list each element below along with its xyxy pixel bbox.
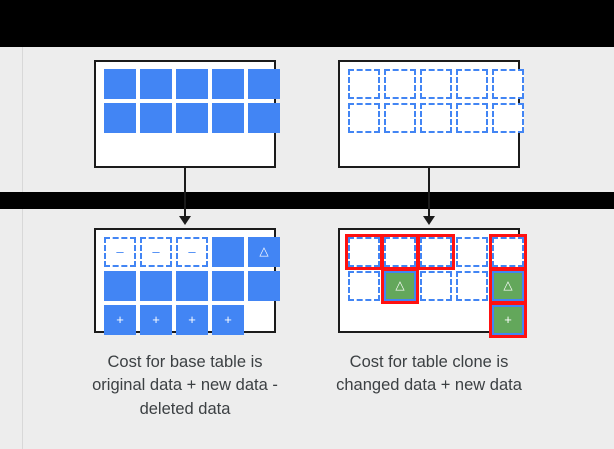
plus-icon: + bbox=[224, 311, 232, 327]
cell-r2-c3[interactable] bbox=[176, 271, 208, 301]
cell-r2-c1[interactable] bbox=[104, 103, 136, 133]
cell-r3-c3 bbox=[420, 305, 452, 335]
plus-icon: + bbox=[116, 311, 124, 327]
cell-r2-c5[interactable]: △ bbox=[489, 268, 527, 304]
cell-r1-c1[interactable]: – bbox=[104, 237, 136, 267]
cell-grid bbox=[348, 69, 524, 167]
cell-r2-c2[interactable]: △ bbox=[381, 268, 419, 304]
cell-r1-c5[interactable] bbox=[489, 234, 527, 270]
cell-r1-c2[interactable] bbox=[140, 69, 172, 99]
cell-r1-c1[interactable] bbox=[104, 69, 136, 99]
arrow-clone-head bbox=[423, 216, 435, 225]
cell-r3-c2[interactable]: + bbox=[140, 305, 172, 335]
cell-r3-c4 bbox=[456, 305, 488, 335]
cell-r2-c2[interactable] bbox=[140, 103, 172, 133]
cell-r3-c5 bbox=[492, 137, 524, 167]
cell-r2-c4[interactable] bbox=[212, 271, 244, 301]
panel-divider-right bbox=[22, 209, 23, 449]
cell-r1-c3[interactable]: – bbox=[176, 237, 208, 267]
minus-icon: – bbox=[116, 243, 124, 259]
cell-r2-c2[interactable] bbox=[384, 103, 416, 133]
minus-icon: – bbox=[188, 243, 196, 259]
cell-r3-c5[interactable]: + bbox=[489, 302, 527, 338]
cell-r2-c3[interactable] bbox=[420, 103, 452, 133]
panel-divider-left bbox=[22, 47, 23, 192]
cell-r1-c1[interactable] bbox=[348, 69, 380, 99]
cell-r2-c4[interactable] bbox=[456, 103, 488, 133]
caption-base-table: Cost for base table is original data + n… bbox=[92, 353, 278, 418]
cell-r3-c4[interactable]: + bbox=[212, 305, 244, 335]
cell-r1-c2[interactable]: – bbox=[140, 237, 172, 267]
cell-r2-c3[interactable] bbox=[176, 103, 208, 133]
cell-r1-c3[interactable] bbox=[417, 234, 455, 270]
cell-r3-c1[interactable]: + bbox=[104, 305, 136, 335]
cell-r1-c3[interactable] bbox=[420, 69, 452, 99]
cell-grid: – – – △ + + + + bbox=[104, 237, 280, 335]
arrow-clone-line bbox=[428, 168, 430, 218]
cell-r3-c5 bbox=[248, 305, 280, 335]
cell-r1-c1[interactable] bbox=[345, 234, 383, 270]
base-table-modified[interactable]: – – – △ + + + + bbox=[94, 228, 280, 335]
cell-r1-c4[interactable] bbox=[456, 69, 488, 99]
table-clone-modified[interactable]: △ △ + bbox=[338, 228, 527, 338]
cell-r2-c4[interactable] bbox=[212, 103, 244, 133]
caption-table-clone: Cost for table clone is changed data + n… bbox=[336, 353, 522, 395]
cell-r3-c2 bbox=[384, 137, 416, 167]
cell-r1-c5[interactable] bbox=[492, 69, 524, 99]
middle-band bbox=[0, 192, 614, 209]
cell-r1-c2[interactable] bbox=[384, 69, 416, 99]
cell-r1-c5[interactable] bbox=[248, 69, 280, 99]
cell-r2-c1[interactable] bbox=[348, 103, 380, 133]
cell-r1-c4[interactable] bbox=[456, 237, 488, 267]
cell-r2-c2[interactable] bbox=[140, 271, 172, 301]
cell-r3-c4 bbox=[212, 137, 244, 167]
cell-grid bbox=[104, 69, 280, 167]
cell-r2-c5[interactable] bbox=[248, 103, 280, 133]
cell-r1-c3[interactable] bbox=[176, 69, 208, 99]
cell-r3-c2 bbox=[140, 137, 172, 167]
cell-r1-c4[interactable] bbox=[212, 237, 244, 267]
delta-icon: △ bbox=[503, 278, 513, 292]
cell-r3-c1 bbox=[348, 137, 380, 167]
cell-r2-c4[interactable] bbox=[456, 271, 488, 301]
cell-r2-c3[interactable] bbox=[420, 271, 452, 301]
arrow-base-head bbox=[179, 216, 191, 225]
cell-r3-c5 bbox=[248, 137, 280, 167]
cell-r3-c3 bbox=[176, 137, 208, 167]
top-band bbox=[0, 0, 614, 47]
cell-r1-c2[interactable] bbox=[381, 234, 419, 270]
cell-r3-c4 bbox=[456, 137, 488, 167]
plus-icon: + bbox=[504, 311, 512, 327]
cell-r2-c1[interactable] bbox=[104, 271, 136, 301]
plus-icon: + bbox=[188, 311, 196, 327]
cell-r3-c2 bbox=[384, 305, 416, 335]
cell-r1-c5[interactable]: △ bbox=[248, 237, 280, 267]
delta-icon: △ bbox=[259, 244, 269, 258]
arrow-base-line bbox=[184, 168, 186, 218]
cell-r1-c4[interactable] bbox=[212, 69, 244, 99]
cell-r2-c1[interactable] bbox=[348, 271, 380, 301]
cell-r2-c5[interactable] bbox=[248, 271, 280, 301]
delta-icon: △ bbox=[395, 278, 405, 292]
plus-icon: + bbox=[152, 311, 160, 327]
base-table-original[interactable] bbox=[94, 60, 280, 168]
minus-icon: – bbox=[152, 243, 160, 259]
cell-r3-c3[interactable]: + bbox=[176, 305, 208, 335]
cell-r3-c1 bbox=[348, 305, 380, 335]
cell-r3-c1 bbox=[104, 137, 136, 167]
cell-r3-c3 bbox=[420, 137, 452, 167]
cell-r2-c5[interactable] bbox=[492, 103, 524, 133]
table-clone-original[interactable] bbox=[338, 60, 524, 168]
cell-grid: △ △ + bbox=[345, 234, 527, 338]
